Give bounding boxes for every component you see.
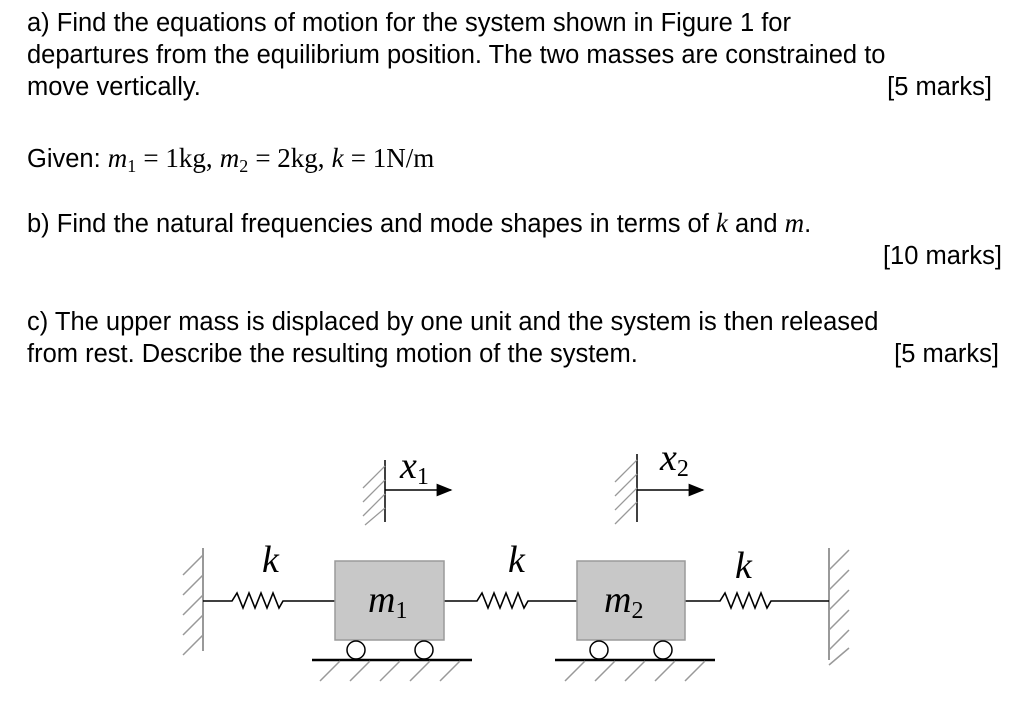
- part-a-line-2: departures from the equilibrium position…: [27, 41, 886, 69]
- part-b-line: b) Find the natural frequencies and mode…: [27, 207, 811, 240]
- part-a-line-3: move vertically.: [27, 73, 201, 101]
- ground-2: [555, 658, 715, 682]
- part-b-period: .: [804, 210, 812, 238]
- x2-label: x2: [659, 437, 689, 482]
- given-m1-symbol: m1: [107, 143, 137, 176]
- given-m1-value: = 1kg,: [143, 143, 213, 173]
- mass-2: [576, 560, 686, 660]
- part-c-marks: [5 marks]: [894, 340, 999, 368]
- part-b-m: m: [784, 208, 805, 238]
- given-m2-value: = 2kg,: [255, 143, 325, 173]
- spring-middle: [444, 590, 577, 611]
- mass-1: [334, 560, 445, 660]
- part-b-prefix: b) Find the natural frequencies and mode…: [27, 210, 709, 238]
- spring-middle-label: k: [508, 539, 526, 581]
- given-line: Given: m1 = 1kg, m2 = 2kg, k = 1N/m: [27, 142, 434, 175]
- given-label: Given:: [27, 145, 101, 173]
- part-b-k: k: [715, 208, 728, 238]
- part-a-line-1: a) Find the equations of motion for the …: [27, 9, 791, 37]
- given-k-value: = 1N/m: [350, 143, 435, 173]
- part-b-and: and: [734, 210, 778, 238]
- ground-1: [312, 658, 472, 682]
- x1-label: x1: [399, 445, 429, 490]
- right-wall: [828, 548, 850, 666]
- reference-x2: [614, 454, 705, 525]
- part-a-marks: [5 marks]: [887, 73, 992, 101]
- mass-2-label: m2: [604, 579, 643, 624]
- reference-x1: [362, 460, 453, 526]
- spring-left: [203, 590, 335, 611]
- part-c-line-2: from rest. Describe the resulting motion…: [27, 340, 638, 368]
- spring-left-label: k: [262, 539, 280, 581]
- part-c-line-1: c) The upper mass is displaced by one un…: [27, 308, 879, 336]
- mass-1-label: m1: [368, 579, 407, 624]
- given-m2-symbol: m2: [219, 143, 249, 176]
- given-k-symbol: k: [331, 143, 344, 173]
- part-b-marks: [10 marks]: [882, 242, 1002, 270]
- spring-right-label: k: [735, 545, 753, 587]
- left-wall: [182, 548, 204, 656]
- spring-right: [685, 590, 829, 611]
